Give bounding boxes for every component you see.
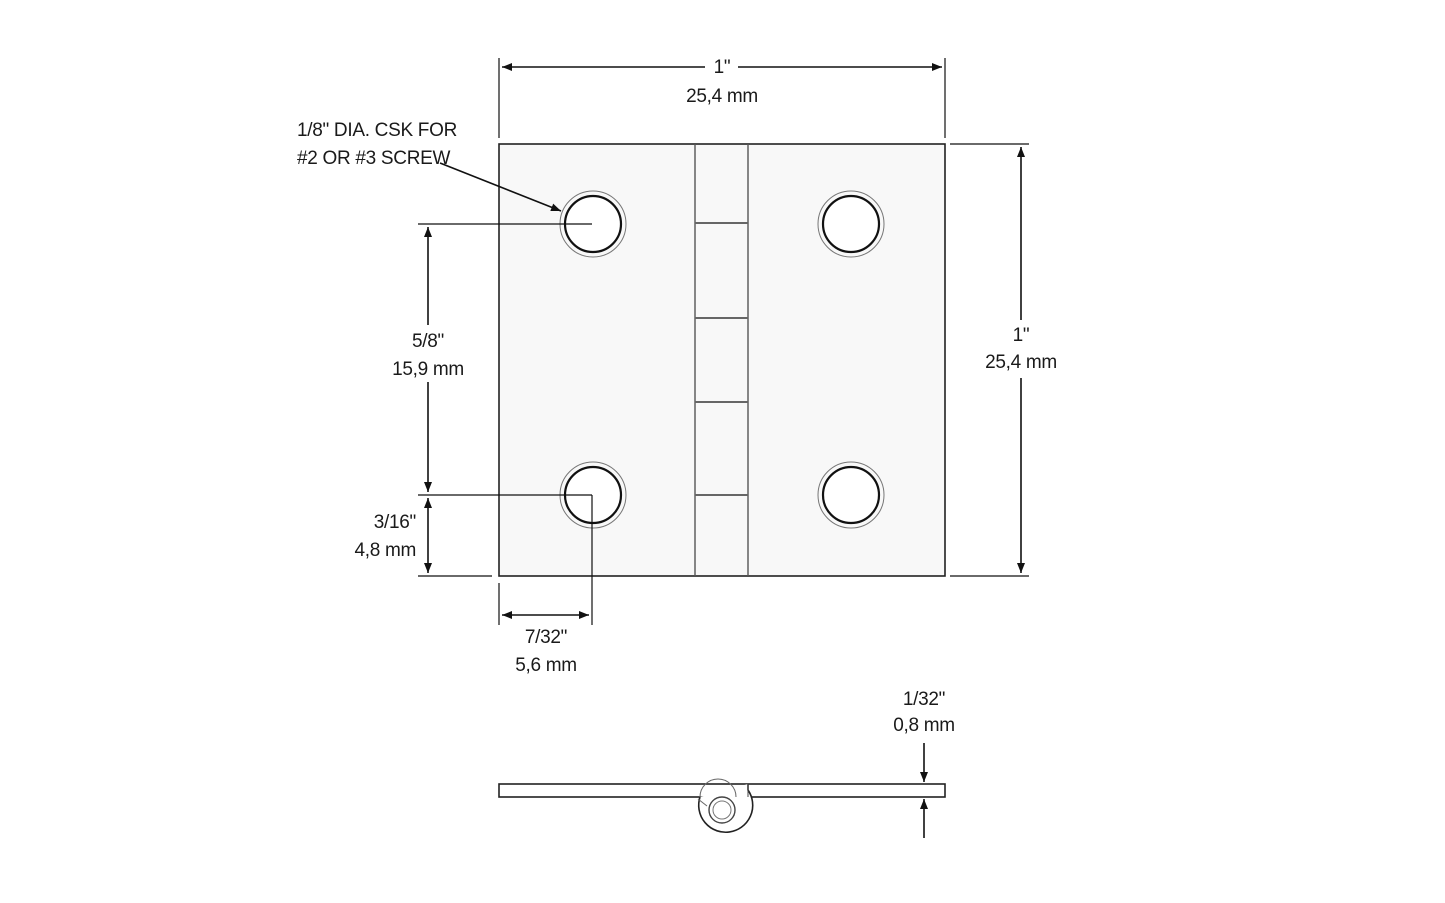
- hinge-plate: [498, 143, 946, 577]
- hole-edge-horizontal-imperial: 7/32": [525, 627, 567, 648]
- leaf-thickness-metric: 0,8 mm: [893, 715, 955, 736]
- leaf-thickness-dimension: 1/32" 0,8 mm: [893, 689, 955, 838]
- overall-width-metric: 25,4 mm: [686, 86, 758, 107]
- side-pin-inner: [712, 800, 732, 820]
- hole-edge-horizontal-dimension: 7/32" 5,6 mm: [498, 583, 589, 676]
- front-view: [498, 143, 946, 577]
- hole-spacing-dimension: 5/8" 15,9 mm: [392, 223, 593, 625]
- overall-width-dimension: 1" 25,4 mm: [498, 57, 946, 138]
- callout-line-1: 1/8" DIA. CSK FOR: [297, 120, 457, 141]
- callout-line-2: #2 OR #3 SCREW: [297, 148, 450, 169]
- hole-edge-vertical-metric: 4,8 mm: [354, 540, 416, 561]
- overall-height-dimension: 1" 25,4 mm: [950, 143, 1057, 577]
- screw-hole-top-right: [817, 190, 885, 258]
- overall-height-imperial: 1": [1013, 325, 1030, 346]
- hole-spacing-imperial: 5/8": [412, 331, 444, 352]
- screw-hole-callout: 1/8" DIA. CSK FOR #2 OR #3 SCREW: [297, 120, 562, 212]
- screw-hole-bottom-right: [817, 461, 885, 529]
- hole-edge-vertical-dimension: 3/16" 4,8 mm: [354, 498, 492, 577]
- leaf-thickness-imperial: 1/32": [903, 689, 945, 710]
- side-view: [498, 778, 946, 834]
- hole-edge-horizontal-metric: 5,6 mm: [515, 655, 577, 676]
- overall-height-metric: 25,4 mm: [985, 352, 1057, 373]
- hole-edge-vertical-imperial: 3/16": [374, 512, 416, 533]
- overall-width-imperial: 1": [714, 57, 731, 78]
- knuckle-strip: [694, 144, 749, 576]
- hole-spacing-metric: 15,9 mm: [392, 359, 464, 380]
